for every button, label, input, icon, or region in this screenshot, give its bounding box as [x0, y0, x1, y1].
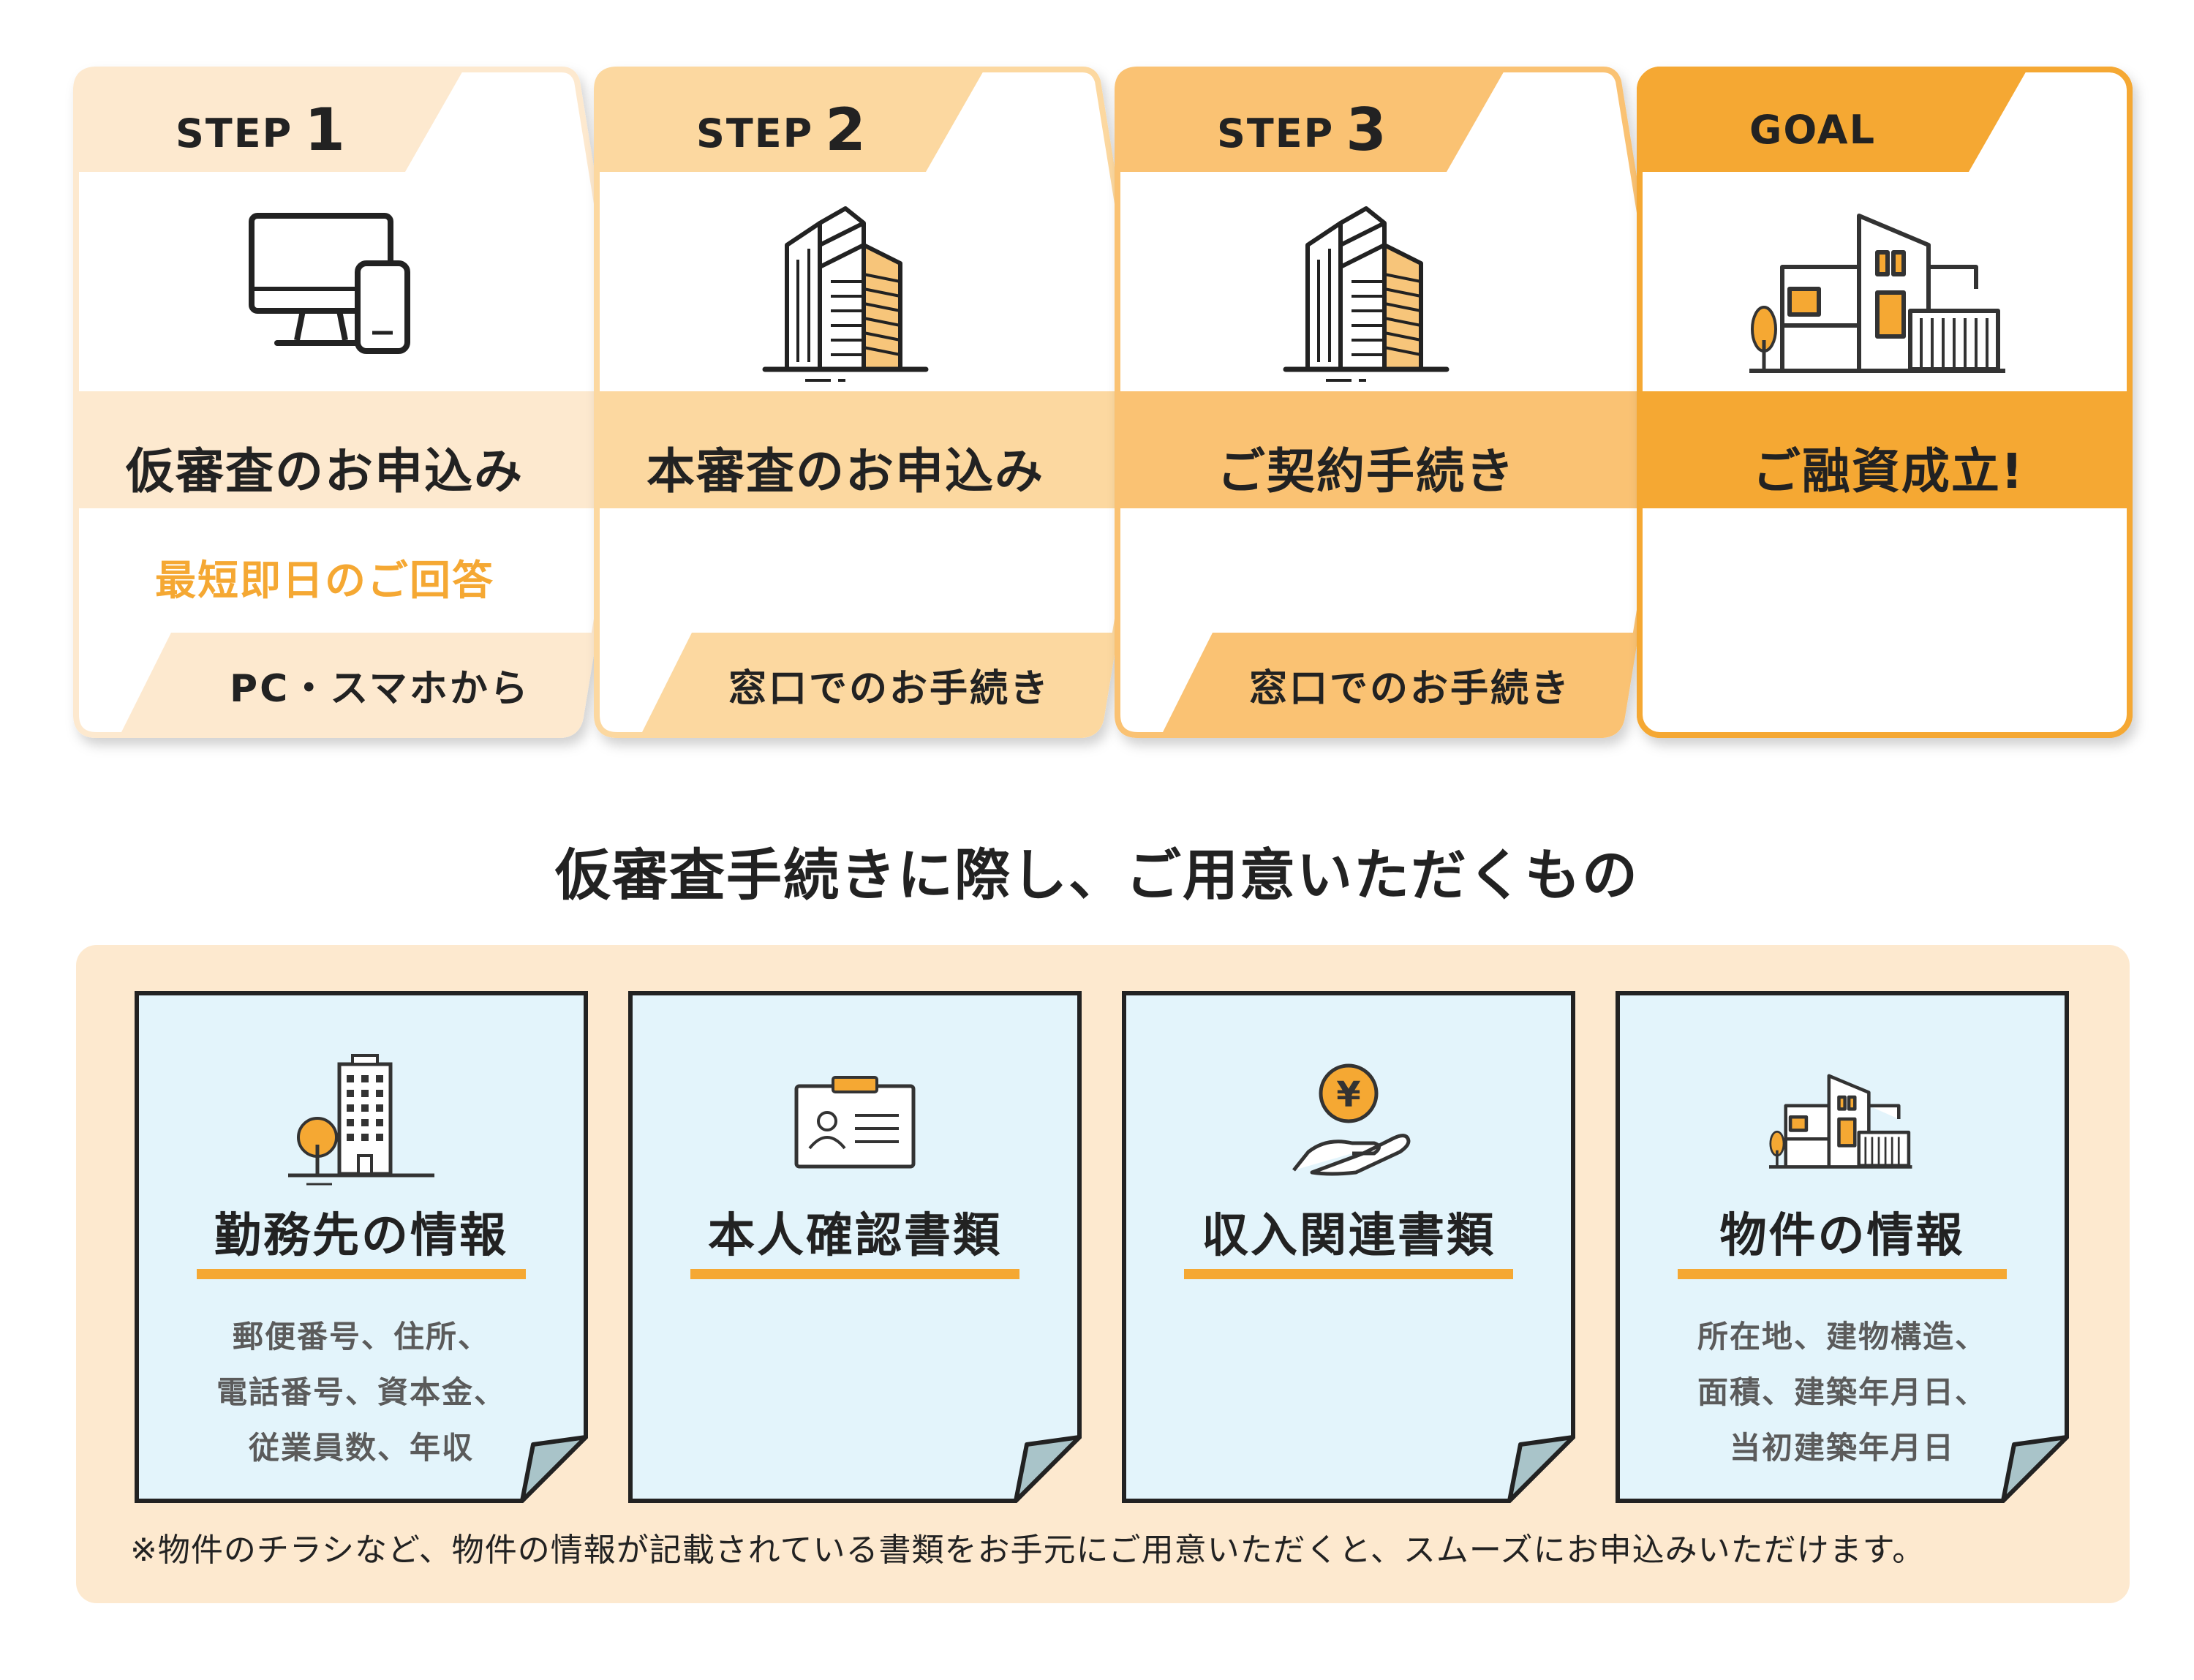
step-card-frame — [594, 67, 1154, 738]
requirements-heading: 仮審査手続きに際し、ご用意いただくもの — [555, 843, 1639, 908]
doc-title: 本人確認書類 — [708, 1209, 1002, 1263]
step-note: 最短即日のご回答 — [155, 557, 494, 605]
step-number: 3 — [1346, 96, 1387, 164]
doc-card-workplace: 勤務先の情報 郵便番号、住所、 電話番号、資本金、 従業員数、年収 — [135, 991, 588, 1503]
yen-coin-hand-icon: ¥ — [1292, 1063, 1411, 1176]
office-building-icon — [1283, 206, 1450, 382]
step-note — [597, 538, 1094, 625]
office-building-icon — [762, 206, 929, 382]
document-paper — [628, 991, 1082, 1503]
doc-details: 所在地、建物構造、 面積、建築年月日、 当初建築年月日 — [1616, 1309, 2069, 1476]
goal-title: ご融資成立! — [1752, 443, 2025, 500]
devices-icon — [249, 213, 410, 354]
doc-title: 収入関連書類 — [1202, 1209, 1496, 1263]
step-title: 本審査のお申込み — [646, 443, 1044, 500]
doc-detail-line: 所在地、建物構造、 — [1697, 1319, 1987, 1355]
doc-details: 郵便番号、住所、 電話番号、資本金、 従業員数、年収 — [135, 1309, 588, 1476]
step-method: PC・スマホから — [230, 667, 530, 711]
property-house-icon — [1769, 1074, 1912, 1169]
document-paper — [135, 991, 588, 1503]
doc-title-underline — [1184, 1269, 1513, 1279]
svg-text:¥: ¥ — [1336, 1074, 1360, 1115]
doc-detail-line: 面積、建築年月日、 — [1697, 1374, 1987, 1410]
doc-title-underline — [197, 1269, 526, 1279]
step-label: GOAL — [1749, 97, 1876, 163]
step-number: 2 — [825, 96, 866, 164]
doc-card-identity: 本人確認書類 — [628, 991, 1082, 1503]
doc-title-underline — [690, 1269, 1019, 1279]
doc-card-income: ¥ 収入関連書類 — [1122, 991, 1575, 1503]
doc-detail-line: 従業員数、年収 — [248, 1430, 474, 1466]
doc-title: 勤務先の情報 — [214, 1209, 508, 1263]
step-card-frame — [73, 67, 633, 738]
goal-word: GOAL — [1749, 107, 1876, 153]
document-paper — [1122, 991, 1575, 1503]
step-method: 窓口でのお手続き — [728, 667, 1051, 711]
step-number: 1 — [304, 96, 345, 164]
step-method: 窓口でのお手続き — [1249, 667, 1572, 711]
doc-detail-line: 郵便番号、住所、 — [232, 1319, 490, 1355]
goal-card: GOAL ご融資成立! — [1637, 67, 2137, 738]
step-card-frame — [1115, 67, 1675, 738]
step-title: 仮審査のお申込み — [126, 443, 524, 500]
requirements-footnote: ※物件のチラシなど、物件の情報が記載されている書類をお手元にご用意いただくと、ス… — [130, 1532, 1926, 1569]
step-title: ご契約手続き — [1217, 443, 1515, 500]
doc-title-underline — [1678, 1269, 2007, 1279]
step-word: STEP — [1217, 110, 1335, 157]
workplace-building-icon — [288, 1054, 434, 1186]
id-card-icon — [794, 1076, 916, 1169]
house-icon — [1749, 214, 2005, 373]
step-note — [1117, 538, 1615, 625]
doc-detail-line: 当初建築年月日 — [1729, 1430, 1955, 1466]
step-word: STEP — [176, 110, 293, 157]
document-paper — [1616, 991, 2069, 1503]
goal-card-frame — [1637, 67, 2133, 738]
doc-title: 物件の情報 — [1719, 1209, 1965, 1263]
step-word: STEP — [696, 110, 814, 157]
doc-card-property: 物件の情報 所在地、建物構造、 面積、建築年月日、 当初建築年月日 — [1616, 991, 2069, 1503]
doc-detail-line: 電話番号、資本金、 — [216, 1374, 506, 1410]
